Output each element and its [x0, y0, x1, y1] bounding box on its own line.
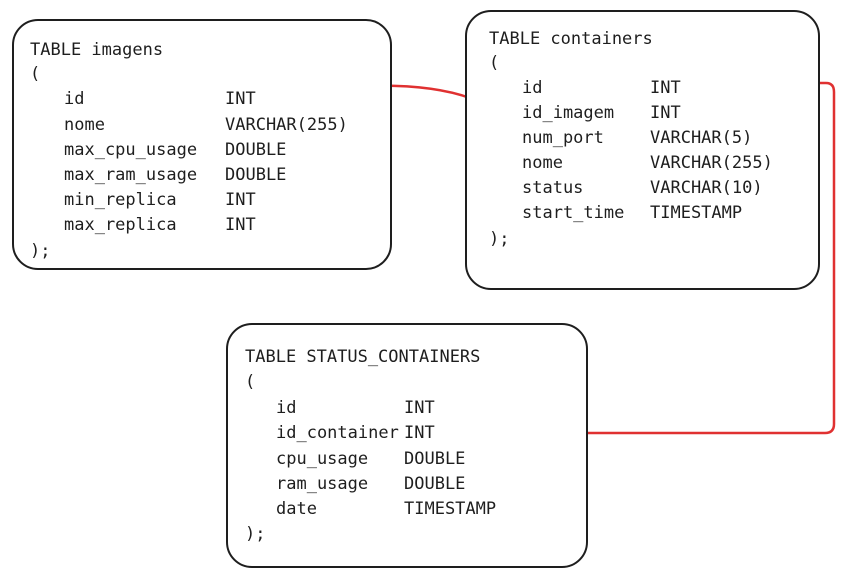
column-type: DOUBLE	[225, 165, 287, 185]
column-name: min_replica	[64, 190, 177, 210]
column-type: INT	[225, 190, 256, 210]
column-type: INT	[650, 103, 681, 123]
table-status-containers-title: TABLE STATUS_CONTAINERS	[245, 347, 481, 367]
column-name: id_container	[276, 423, 399, 443]
column-name: id	[276, 398, 297, 418]
arrow-containers-to-status-containers	[556, 81, 836, 435]
column-type: DOUBLE	[404, 449, 466, 469]
column-type: VARCHAR(255)	[225, 115, 348, 135]
column-type: DOUBLE	[404, 474, 466, 494]
column-type: TIMESTAMP	[650, 203, 743, 223]
column-name: num_port	[522, 128, 604, 148]
column-name: status	[522, 178, 584, 198]
column-type: VARCHAR(255)	[650, 153, 773, 173]
table-status-containers-box	[226, 323, 588, 568]
column-name: id	[522, 78, 543, 98]
column-type: INT	[225, 215, 256, 235]
table-containers-close-paren: );	[489, 229, 510, 249]
table-containers-title: TABLE containers	[489, 29, 653, 49]
column-name: max_ram_usage	[64, 165, 198, 185]
table-containers-open-paren: (	[489, 53, 500, 73]
column-type: DOUBLE	[225, 140, 287, 160]
column-name: start_time	[522, 203, 625, 223]
column-type: INT	[650, 78, 681, 98]
column-name: max_cpu_usage	[64, 140, 198, 160]
table-status-containers-close-paren: );	[245, 524, 266, 544]
column-type: INT	[225, 89, 256, 109]
table-imagens-title: TABLE imagens	[30, 40, 164, 60]
column-name: ram_usage	[276, 474, 369, 494]
column-name: nome	[64, 115, 105, 135]
column-type: VARCHAR(5)	[650, 128, 753, 148]
column-name: date	[276, 499, 317, 519]
column-type: INT	[404, 398, 435, 418]
table-imagens-open-paren: (	[30, 64, 41, 84]
column-name: nome	[522, 153, 563, 173]
column-name: cpu_usage	[276, 449, 369, 469]
column-type: VARCHAR(10)	[650, 178, 763, 198]
table-imagens-box	[12, 19, 392, 270]
column-type: INT	[404, 423, 435, 443]
table-containers-box	[465, 10, 820, 290]
column-type: TIMESTAMP	[404, 499, 497, 519]
column-name: max_replica	[64, 215, 177, 235]
column-name: id	[64, 89, 85, 109]
table-status-containers-open-paren: (	[245, 372, 256, 392]
table-imagens-close-paren: );	[30, 241, 51, 261]
column-name: id_imagem	[522, 103, 615, 123]
